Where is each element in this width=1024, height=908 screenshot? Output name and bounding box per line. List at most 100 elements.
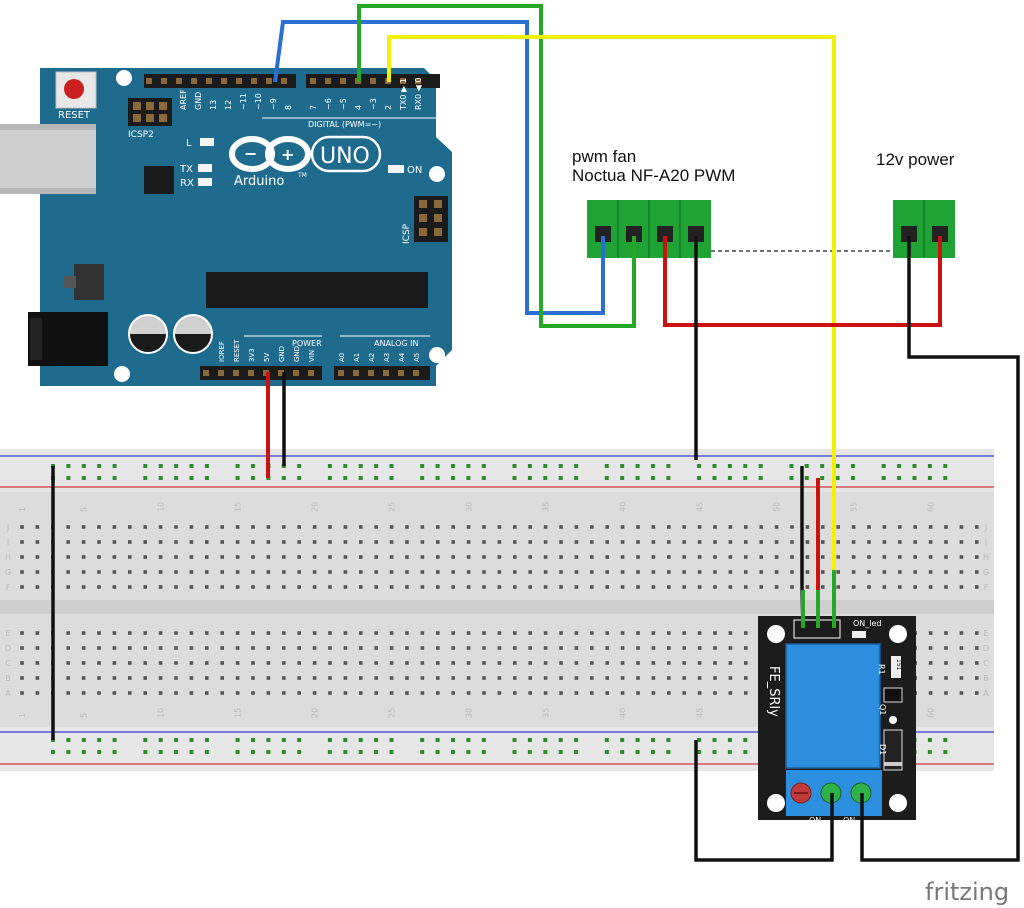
column-number: 10 [157,708,166,718]
breadboard-hole [451,646,455,650]
breadboard-hole [928,661,933,665]
breadboard-hole [913,555,917,559]
breadboard-hole [944,570,948,574]
digital-pin-label: ~11 [239,93,248,110]
breadboard-hole [759,540,763,544]
breadboard-hole [543,555,548,559]
uno-badge [310,135,382,173]
breadboard-hole [312,570,317,574]
column-number: 1 [18,713,27,718]
rail-hole [604,464,609,468]
breadboard-hole [297,525,301,529]
breadboard-hole [759,525,763,529]
breadboard-hole [436,646,440,650]
rail-hole [158,750,163,754]
breadboard-hole [451,525,455,529]
breadboard-hole [174,661,178,665]
breadboard-hole [975,691,979,695]
rail-hole [881,476,886,480]
breadboard-hole [713,676,717,680]
breadboard-hole [112,585,117,589]
rail-hole [174,738,179,742]
rail-hole [481,738,486,742]
breadboard-hole [128,570,132,574]
breadboard-hole [636,691,640,695]
regulator [74,264,104,300]
breadboard-hole [667,661,671,665]
breadboard-hole [158,585,163,589]
rail-hole [158,464,163,468]
breadboard-hole [482,676,486,680]
mount-hole [889,625,907,643]
row-letter: B [983,674,989,683]
breadboard-hole [282,525,286,529]
breadboard-hole [66,525,70,529]
column-number: 1 [18,507,27,512]
breadboard-hole [513,691,517,695]
breadboard-hole [220,631,224,635]
breadboard-hole [913,540,917,544]
breadboard-hole [913,570,917,574]
breadboard-hole [620,646,625,650]
breadboard-hole [605,585,609,589]
breadboard-hole [174,676,178,680]
breadboard-hole [297,540,301,544]
rail-hole [389,464,394,468]
breadboard-hole [420,661,425,665]
breadboard-hole [559,676,563,680]
breadboard-hole [620,570,625,574]
power-analog-pins [203,370,419,376]
breadboard-hole [174,631,178,635]
breadboard-hole [713,661,717,665]
breadboard-hole [297,646,301,650]
breadboard-hole [235,570,240,574]
breadboard-hole [251,540,255,544]
breadboard-hole [713,631,717,635]
infinity-logo-icon [229,136,311,172]
rail-hole [666,738,671,742]
breadboard-hole [774,540,779,544]
breadboard-hole [405,540,409,544]
rail-hole [143,476,148,480]
breadboard-hole [297,631,301,635]
breadboard-hole [466,540,471,544]
breadboard-hole [451,540,455,544]
breadboard-hole [143,540,147,544]
breadboard-hole [405,555,409,559]
breadboard-hole [282,646,286,650]
rail-hole [635,476,640,480]
wire-black-12v-to-relay [860,236,1020,862]
breadboard-hole [882,555,887,559]
breadboard-hole [682,540,686,544]
breadboard-hole [81,585,86,589]
breadboard-hole [189,646,194,650]
rail-hole [435,750,440,754]
rail-hole [327,750,332,754]
breadboard-hole [420,691,425,695]
breadboard-hole [790,570,794,574]
tm-label: TM [297,172,307,179]
rail-hole [435,476,440,480]
breadboard-hole [928,631,933,635]
breadboard-hole [513,525,517,529]
breadboard-hole [389,555,394,559]
breadboard-hole [898,585,902,589]
rail-hole [297,464,302,468]
reset-button-icon[interactable] [55,71,97,109]
rail-hole [374,738,379,742]
breadboard-hole [744,661,748,665]
breadboard-hole [158,570,163,574]
breadboard-hole [682,525,686,529]
rail-hole [927,750,932,754]
breadboard-hole [682,585,686,589]
breadboard-hole [851,555,856,559]
breadboard-hole [312,631,317,635]
breadboard-hole [97,661,101,665]
breadboard-hole [682,676,686,680]
breadboard-hole [821,570,825,574]
rail-hole [604,750,609,754]
power-pin-label: RESET [233,339,241,362]
breadboard-hole [374,585,378,589]
breadboard-hole [497,661,502,665]
